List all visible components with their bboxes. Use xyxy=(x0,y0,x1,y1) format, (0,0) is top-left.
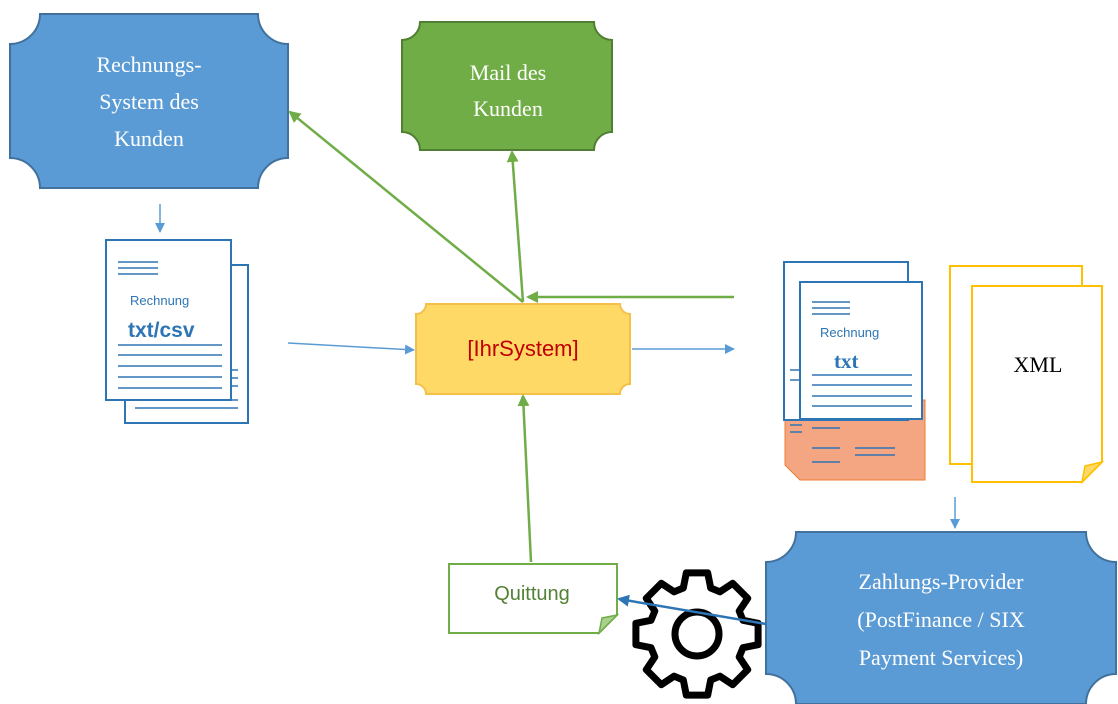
customer-mail-label-1: Mail des xyxy=(470,60,546,85)
arrow-system-to-billing xyxy=(288,110,524,303)
billing-system-label-3: Kunden xyxy=(114,126,184,151)
xml-label: XML xyxy=(1014,352,1063,377)
input-invoice-document: Rechnung txt/csv xyxy=(105,239,249,424)
billing-system-label-1: Rechnungs- xyxy=(96,52,201,77)
input-invoice-lines xyxy=(118,261,222,389)
connectors xyxy=(155,110,960,626)
customer-mail-label-2: Kunden xyxy=(473,96,543,121)
receipt-fold xyxy=(597,613,620,636)
arrow-invoice-to-system xyxy=(287,342,415,355)
billing-system-node: Rechnungs- System des Kunden xyxy=(9,13,289,189)
output-invoice-orange-lines xyxy=(790,424,895,463)
xml-document: XML xyxy=(949,265,1105,485)
xml-front-page xyxy=(971,285,1103,483)
customer-mail-node: Mail des Kunden xyxy=(401,21,613,151)
output-invoice-title: Rechnung xyxy=(820,325,879,340)
your-system-label: [IhrSystem] xyxy=(467,336,578,361)
payment-provider-label-2: (PostFinance / SIX xyxy=(857,607,1025,632)
receipt-node: Quittung xyxy=(448,563,620,636)
output-invoice-document: Rechnung txt xyxy=(783,261,926,481)
receipt-label: Quittung xyxy=(494,583,570,605)
payment-provider-label-3: Payment Services) xyxy=(859,645,1023,670)
output-invoice-format: txt xyxy=(834,349,859,373)
billing-system-label-2: System des xyxy=(99,89,199,114)
output-invoice-lines xyxy=(790,301,912,407)
arrow-provider-to-receipt xyxy=(617,594,767,626)
gear-icon xyxy=(632,569,762,699)
xml-page-fold xyxy=(1080,460,1105,485)
input-invoice-format: txt/csv xyxy=(128,319,195,342)
input-invoice-front-page xyxy=(105,239,232,401)
gear-hole xyxy=(671,608,723,660)
payment-provider-node: Zahlungs-Provider (PostFinance / SIX Pay… xyxy=(765,531,1117,704)
payment-provider-label-1: Zahlungs-Provider xyxy=(859,569,1025,594)
your-system-node: [IhrSystem] xyxy=(415,303,631,395)
arrow-receipt-to-system xyxy=(517,394,533,563)
input-invoice-title: Rechnung xyxy=(130,293,189,308)
arrow-system-to-mail xyxy=(506,150,525,303)
